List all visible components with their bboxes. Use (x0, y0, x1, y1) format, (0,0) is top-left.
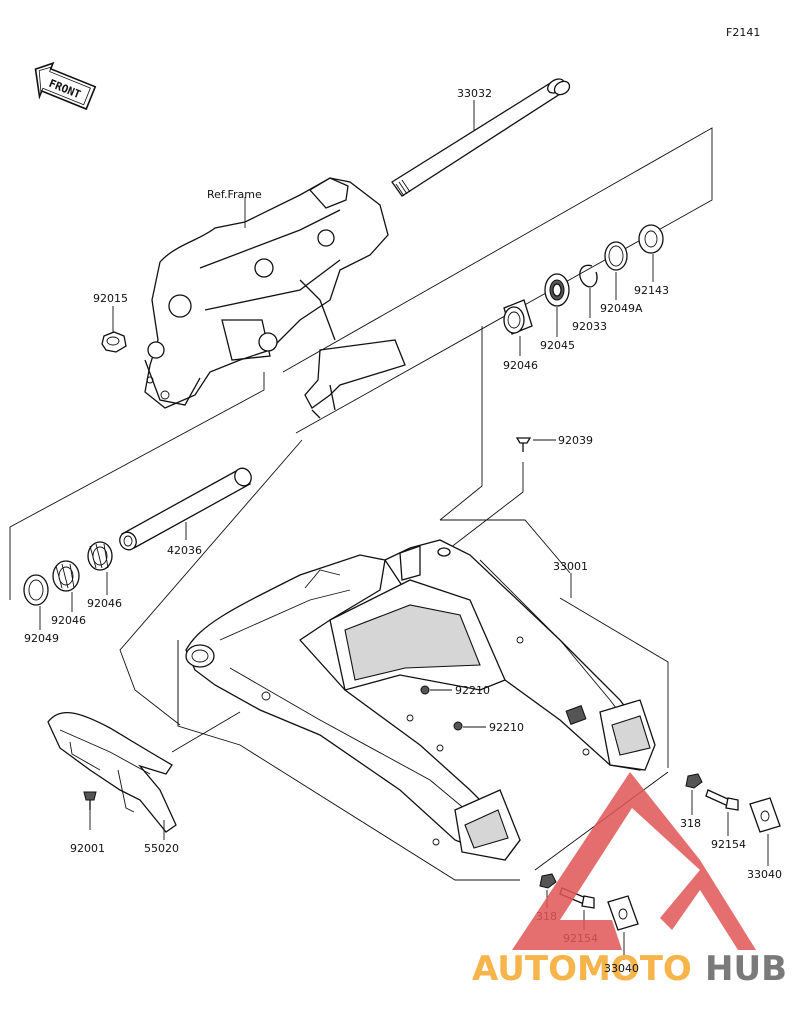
label-33040-lower: 33040 (604, 962, 639, 975)
label-33040-upper: 33040 (747, 868, 782, 881)
sleeve-42036: 42036 (119, 467, 252, 557)
label-92045: 92045 (540, 339, 575, 352)
needle-bearing-92046-upper: 92046 (503, 299, 538, 372)
label-92049A: 92049A (600, 302, 643, 315)
label-92001: 92001 (70, 842, 105, 855)
bearing-92045: 92045 (540, 273, 575, 352)
label-318-upper: 318 (680, 817, 701, 830)
bolt-92210-lower: 92210 (453, 721, 524, 734)
label-92046-left: 92046 (51, 614, 86, 627)
needle-bearing-92046-right: 92046 (87, 541, 122, 610)
circlip-92033: 92033 (572, 264, 607, 333)
watermark-logo (512, 772, 756, 950)
front-arrow-icon: FRONT (34, 61, 97, 111)
bolt-92210-upper: 92210 (420, 684, 490, 697)
frame-reference: Ref.Frame (144, 177, 406, 419)
label-92210-upper: 92210 (455, 684, 490, 697)
adjuster-33040-upper: 33040 (747, 797, 782, 881)
label-92049: 92049 (24, 632, 59, 645)
pivot-group-box (9, 127, 713, 600)
label-92046-right: 92046 (87, 597, 122, 610)
watermark-text-a: AUTOMOTO (472, 949, 692, 989)
label-92210-lower: 92210 (489, 721, 524, 734)
label-92143: 92143 (634, 284, 669, 297)
nut-92015: 92015 (93, 292, 128, 353)
seal-92049: 92049 (23, 574, 59, 645)
bolt-92001: 92001 (70, 791, 105, 855)
label-92015: 92015 (93, 292, 128, 305)
label-33001: 33001 (553, 560, 588, 573)
pivot-shaft-33032: 33032 (391, 78, 571, 197)
label-92039: 92039 (558, 434, 593, 447)
collar-92143: 92143 (634, 224, 669, 297)
chain-guide-55020: 55020 (47, 711, 241, 855)
watermark-text-b: HUB (705, 949, 787, 989)
ref-frame-label: Ref.Frame (207, 188, 262, 201)
nut-318-upper: 318 (680, 773, 703, 830)
label-42036: 42036 (167, 544, 202, 557)
label-55020: 55020 (144, 842, 179, 855)
adjuster-33040-lower (607, 895, 639, 960)
swingarm-33001: 33001 (177, 519, 669, 881)
watermark-text: AUTOMOTO HUB (472, 949, 787, 989)
plug-92039: 92039 (449, 434, 593, 549)
needle-bearing-92046-left: 92046 (51, 560, 86, 627)
label-92154-upper: 92154 (711, 838, 746, 851)
label-92046-upper: 92046 (503, 359, 538, 372)
bolt-92154-upper: 92154 (705, 789, 746, 851)
label-33032: 33032 (457, 87, 492, 100)
label-92033: 92033 (572, 320, 607, 333)
figure-code: F2141 (726, 26, 760, 39)
seal-92049A: 92049A (600, 241, 643, 315)
